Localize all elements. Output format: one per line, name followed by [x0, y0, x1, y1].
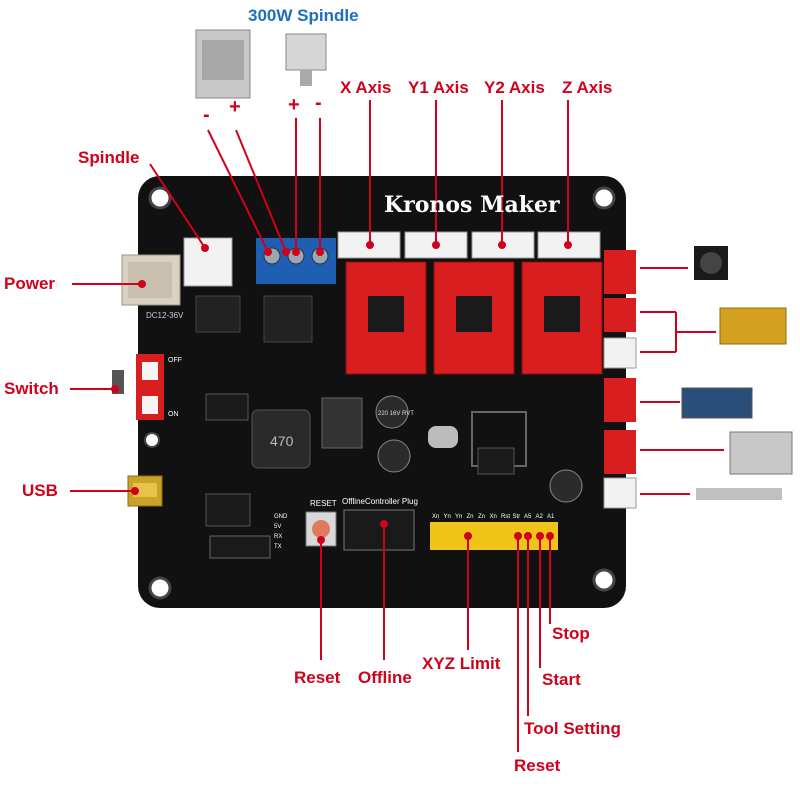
uart-pin-label: TX [274, 544, 282, 550]
icsp-header [477, 447, 515, 475]
limit-pin-label: Str [513, 514, 521, 520]
limit-pin-label: Zn [478, 514, 485, 520]
laser-connector-d [604, 430, 636, 474]
uart-pin-label: RX [274, 534, 282, 540]
uart-pin-label: GND [274, 514, 288, 520]
mosfet [263, 295, 313, 343]
switch-label: Switch [4, 379, 59, 398]
stop-label: Stop [552, 624, 590, 643]
offline-silk: OfflineController Plug [342, 497, 418, 506]
spindle-title: 300W Spindle [248, 6, 359, 25]
tool-setting-label: Tool Setting [524, 719, 621, 738]
probe-cable-image [696, 488, 782, 500]
usb-ic [205, 493, 251, 527]
power-silk: DC12-36V [146, 311, 184, 320]
power-label: Power [4, 274, 56, 293]
limit-pin-label: Yn [455, 514, 462, 520]
y2-axis-label: Y2 Axis [484, 78, 545, 97]
spindle-minus-sign: - [315, 92, 322, 114]
reset-button-label: Reset [294, 668, 341, 687]
spindle-plus-sign: + [288, 94, 300, 116]
limit-pin-label: A5 [524, 514, 532, 520]
fan-connector [604, 250, 636, 294]
offline-label: Offline [358, 668, 412, 687]
y1-axis-label: Y1 Axis [408, 78, 469, 97]
psu-minus-sign: - [203, 104, 210, 126]
cap-silk: 220 16V RVT [378, 411, 414, 417]
laser-connector-b [603, 337, 637, 369]
uart-header [209, 535, 271, 559]
laser-module-image-3 [729, 431, 793, 475]
offline-header [343, 509, 415, 551]
spindle-label: Spindle [78, 148, 140, 167]
mount-hole-ml [144, 432, 160, 448]
spindle-connector [183, 237, 233, 287]
laser-module-image-2 [681, 387, 753, 419]
laser-connector-e [603, 477, 637, 509]
usb-label: USB [22, 481, 58, 500]
limit-pin-label: A2 [536, 514, 544, 520]
laser-module-image-1 [719, 307, 787, 345]
limit-pin-label: Xn [490, 514, 497, 520]
ic-chip [205, 393, 249, 421]
limit-pin-label: Zn [467, 514, 474, 520]
limit-pin-label: Xn [432, 514, 439, 520]
start-label: Start [542, 670, 581, 689]
regulator-2 [321, 397, 363, 449]
laser-connector-a [604, 298, 636, 332]
limit-pin-label: Yn [444, 514, 451, 520]
laser-connector-c [604, 378, 636, 422]
x-axis-label: X Axis [340, 78, 392, 97]
mount-hole-bl [148, 576, 172, 600]
capacitor-2 [377, 439, 411, 473]
mount-hole-tr [592, 186, 616, 210]
uart-pin-label: 5V [274, 524, 281, 530]
mount-hole-br [592, 568, 616, 592]
switch-off-silk: OFF [168, 357, 182, 364]
mount-hole-tl [148, 186, 172, 210]
reset-pin-label: Reset [514, 756, 561, 775]
psu-plus-sign: + [229, 96, 241, 118]
z-axis-label: Z Axis [562, 78, 613, 97]
spindle-image [285, 33, 327, 71]
crystal [428, 426, 458, 448]
capacitor-3 [549, 469, 583, 503]
regulator [195, 295, 241, 333]
uart-pin-labels: GND 5V RX TX [274, 514, 288, 550]
reset-silk: RESET [310, 499, 337, 508]
limit-pin-label: Rst [501, 514, 510, 520]
board-brand: Kronos Maker [384, 192, 560, 218]
inductor [251, 409, 311, 469]
inductor-code: 470 [270, 433, 294, 449]
xyz-limit-label: XYZ Limit [422, 654, 501, 673]
capacitor-1 [375, 395, 409, 429]
limit-pin-label: A1 [547, 514, 555, 520]
switch-on-silk: ON [168, 411, 179, 418]
